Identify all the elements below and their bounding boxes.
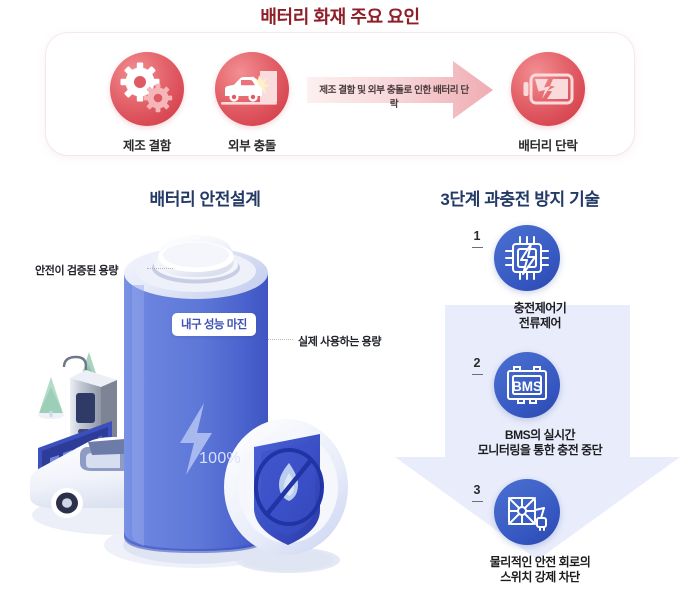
- cause-label: 외부 충돌: [228, 139, 276, 153]
- durability-margin-badge: 내구 성능 마진: [172, 313, 256, 336]
- result-item-battery-short: 배터리 단락: [493, 52, 603, 154]
- svg-text:BMS: BMS: [512, 379, 542, 394]
- fire-prevention-shield-icon: [224, 419, 348, 571]
- step-number: 1: [470, 229, 484, 248]
- step-label-line1: 물리적인 안전 회로의: [489, 555, 591, 569]
- step-label-line2: 전류제어: [518, 316, 562, 330]
- step-label: 물리적인 안전 회로의 스위치 강제 차단: [400, 555, 680, 585]
- section-heading-overcharge-prevention: 3단계 과충전 방지 기술: [440, 190, 600, 209]
- step-label: 충전제어기 전류제어: [400, 301, 680, 331]
- step-label-line2: 모니터링을 통한 충전 중단: [477, 443, 603, 457]
- page-title: 배터리 화재 주요 요인: [260, 7, 420, 27]
- callout-safe-verified-capacity: 안전이 검증된 용량: [35, 265, 119, 277]
- step-label-line1: 충전제어기: [513, 301, 567, 315]
- broken-battery-icon: [511, 52, 585, 126]
- steps-down-arrow-background: [395, 305, 680, 560]
- step-number: 3: [470, 483, 484, 502]
- gears-icon: [110, 52, 184, 126]
- car-crash-icon: [215, 52, 289, 126]
- step-label-line1: BMS의 실시간: [504, 428, 576, 442]
- callout-leader-line-top: [147, 268, 173, 269]
- charge-controller-chip-icon: [494, 225, 560, 291]
- callout-actual-used-capacity: 실제 사용하는 용량: [298, 336, 382, 348]
- step-number: 2: [470, 356, 484, 375]
- result-label: 배터리 단락: [518, 139, 578, 153]
- cause-item-external-impact: 외부 충돌: [197, 52, 307, 154]
- battery-percent-label: 100%: [198, 450, 242, 467]
- safety-circuit-switch-icon: [494, 479, 560, 545]
- step-label-line2: 스위치 강제 차단: [500, 570, 580, 584]
- cause-label: 제조 결함: [123, 139, 171, 153]
- cause-item-manufacturing-defect: 제조 결함: [92, 52, 202, 154]
- callout-leader-line-right: [268, 339, 293, 340]
- battery-safety-illustration: [0, 215, 400, 597]
- lightning-bolt-icon: [180, 403, 212, 475]
- step-label: BMS의 실시간 모니터링을 통한 충전 중단: [400, 428, 680, 458]
- section-heading-battery-safety-design: 배터리 안전설계: [149, 190, 261, 209]
- bms-battery-icon: BMS: [494, 352, 560, 418]
- arrow-caption: 제조 결함 및 외부 충돌로 인한 배터리 단락: [319, 85, 469, 110]
- cause-to-result-arrow: [307, 61, 493, 119]
